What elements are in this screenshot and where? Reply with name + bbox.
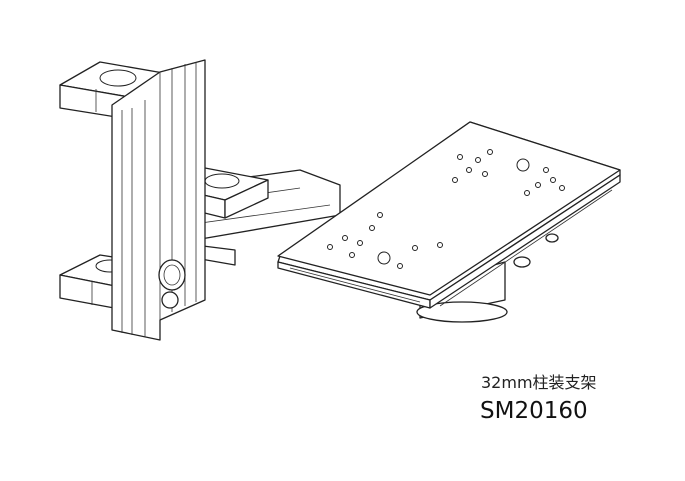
plate-underside	[416, 233, 559, 323]
vertical-extrusion	[111, 59, 206, 341]
mounting-plate	[277, 121, 621, 309]
product-caption: 32mm柱装支架	[481, 373, 597, 392]
knob	[158, 259, 186, 309]
plate-holes	[327, 149, 565, 269]
model-number: SM20160	[480, 398, 588, 424]
